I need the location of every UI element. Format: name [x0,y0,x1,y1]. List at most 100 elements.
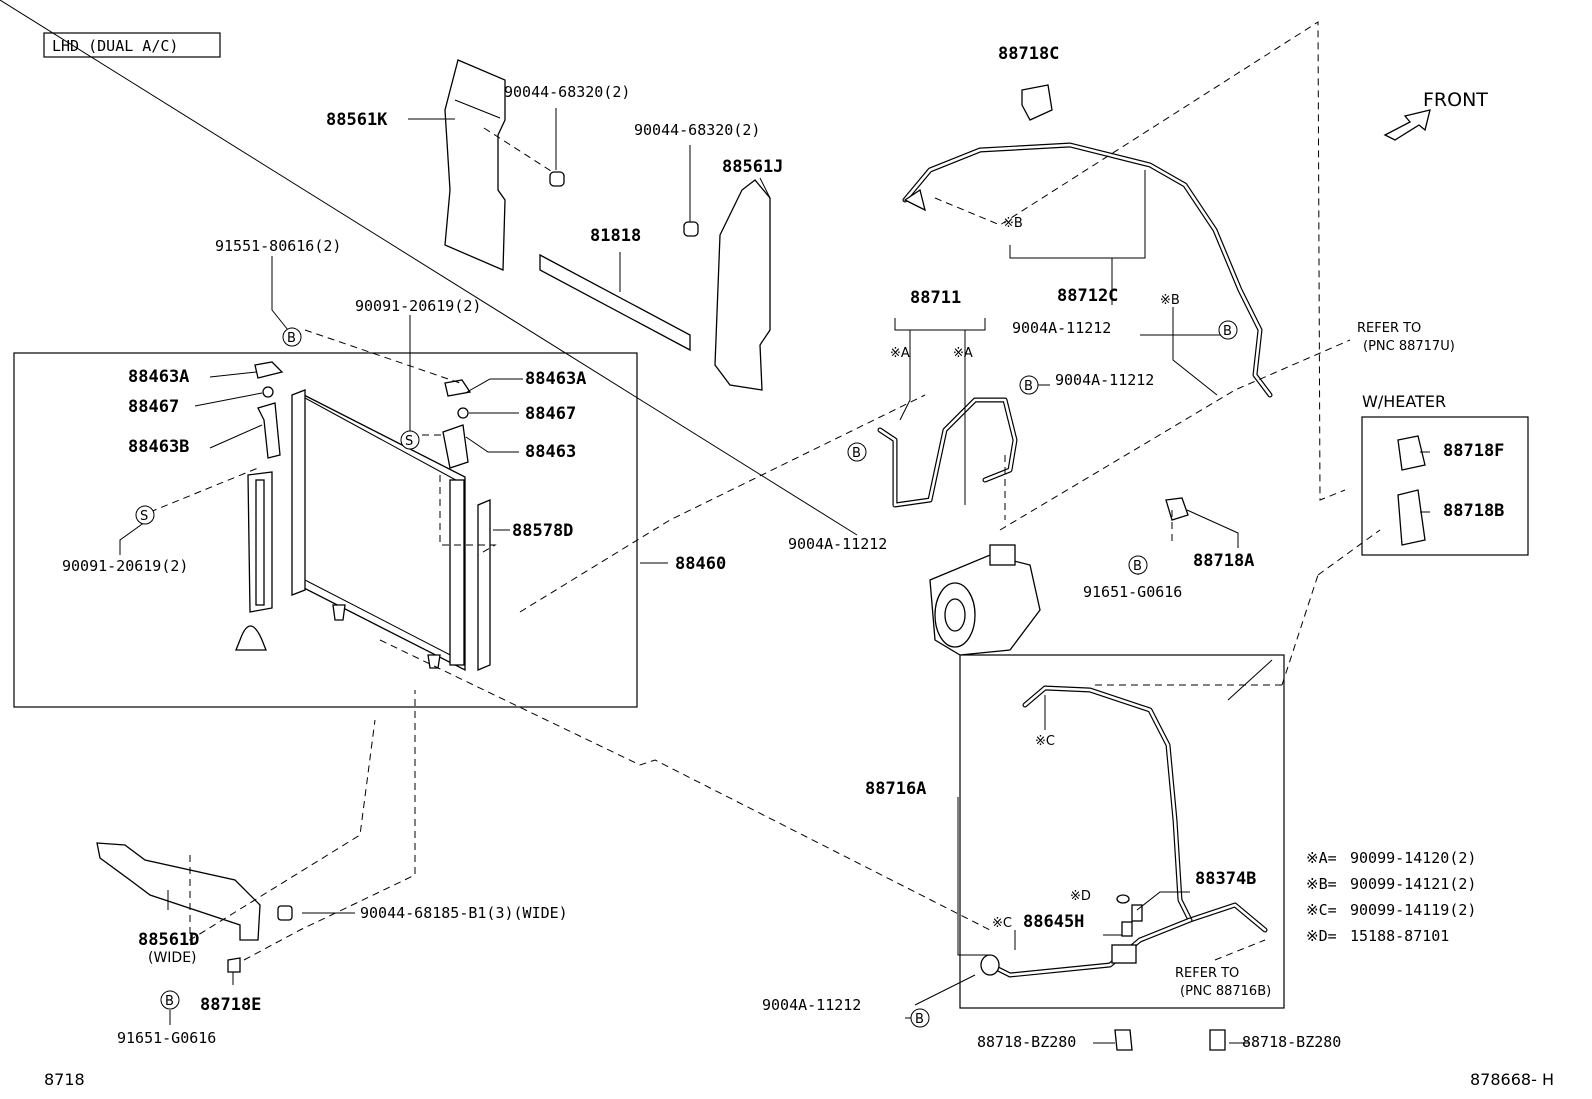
svg-text:B: B [915,1012,924,1027]
label-91651-g0616-bottom: 91651-G0616 [117,1029,216,1047]
label-9004a-11212-2: 9004A-11212 [1055,371,1154,389]
label-88467-right: 88467 [525,404,576,424]
svg-text:B: B [165,994,174,1009]
svg-text:S: S [405,434,413,449]
label-88718a: 88718A [1193,551,1254,571]
cushion-icon [235,625,267,651]
marker-b-3: B [1019,375,1039,395]
label-88467-left: 88467 [128,397,179,417]
marker-b-6: B [910,1008,930,1028]
svg-text:B: B [1133,559,1142,574]
legend-key-c: ※C= [1306,901,1337,919]
clamp-88718e-icon [227,957,241,973]
seal-88561d [96,842,261,941]
label-90091-20619-top: 90091-20619(2) [355,297,481,315]
svg-text:B: B [1223,324,1232,339]
label-88463b: 88463B [128,437,189,457]
bracket-88463a-right-icon [444,379,472,397]
label-88716a: 88716A [865,779,926,799]
refer-bottom-line1: REFER TO [1175,966,1239,981]
seal-panel-88561j [714,179,771,391]
legend-key-a: ※A= [1306,849,1337,867]
svg-text:B: B [852,446,861,461]
label-88463: 88463 [525,442,576,462]
marker-b-4: B [847,442,867,462]
legend-key-d: ※D= [1306,927,1337,945]
marker-b-2: B [1218,320,1238,340]
seal-panel-88561k [444,59,506,271]
footer-left-code: 8718 [44,1070,85,1089]
label-88711: 88711 [910,288,961,308]
svg-text:B: B [287,331,296,346]
label-90044-68185: 90044-68185-B1(3)(WIDE) [360,904,568,922]
clamp-88718a-icon [1165,497,1189,521]
legend-value-b: 90099-14121(2) [1350,875,1476,893]
label-88718f: 88718F [1443,441,1504,461]
label-88718-bz280-b: 88718-BZ280 [1242,1033,1341,1051]
label-88463a-left: 88463A [128,367,189,387]
refer-bottom-line2: (PNC 88716B) [1180,984,1271,999]
label-88561d: 88561D [138,930,199,950]
clip-90044-b-icon [683,221,699,237]
refer-top-line1: REFER TO [1357,321,1421,336]
nut-88467-right-icon [457,407,469,419]
pipe-88716a [1022,685,1268,933]
label-88718-bz280-a: 88718-BZ280 [977,1033,1076,1051]
legend: ※A= 90099-14120(2) ※B= 90099-14121(2) ※C… [1306,849,1476,945]
ref-c-1: ※C [1035,734,1055,749]
label-88463a-right: 88463A [525,369,586,389]
valve-88374b-icon [1131,904,1143,922]
seal-strip-81818 [539,253,691,352]
condenser-88460 [291,389,466,672]
receiver-block-icon [1111,944,1137,964]
oring-d-icon [1116,894,1130,904]
label-88712c: 88712C [1057,286,1118,306]
label-9004a-11212-3: 9004A-11212 [788,535,887,553]
side-seal-left [247,471,273,613]
label-91551-80616: 91551-80616(2) [215,237,341,255]
fitting-end-icon [980,954,1000,976]
refer-top-line2: (PNC 88717U) [1363,339,1455,354]
clip-90044-68185-icon [277,905,293,921]
side-seal-88578d [477,499,491,671]
label-88718e: 88718E [200,995,261,1015]
ref-a-1: ※A [890,346,910,361]
marker-b-1: B [282,327,302,347]
footer-right-code: 878668- H [1470,1070,1554,1089]
label-wide: (WIDE) [148,950,197,966]
front-label: FRONT [1423,89,1488,111]
label-90044-68320-b: 90044-68320(2) [634,121,760,139]
label-88374b: 88374B [1195,869,1256,889]
switch-88645h-icon [1121,921,1133,937]
condenser-group-box [13,352,638,708]
w-heater-label: W/HEATER [1362,392,1446,411]
label-88561j: 88561J [722,157,783,177]
clamp-88718c-icon [1021,84,1053,121]
label-88460: 88460 [675,554,726,574]
ref-d-1: ※D [1070,889,1091,904]
svg-text:S: S [140,509,148,524]
diagram-title: LHD (DUAL A/C) [52,37,178,55]
label-90091-20619-left: 90091-20619(2) [62,557,188,575]
label-91651-g0616-mid: 91651-G0616 [1083,583,1182,601]
label-9004a-11212-4: 9004A-11212 [762,996,861,1014]
label-88561k: 88561K [326,110,388,130]
marker-s-1: S [400,430,420,450]
liquid-line-group-box [959,654,1285,1009]
bracket-88463b-icon [257,402,281,459]
marker-b-5: B [1128,555,1148,575]
ref-b-1: ※B [1003,216,1023,231]
label-88645h: 88645H [1023,912,1084,932]
ref-a-2: ※A [953,346,973,361]
legend-value-a: 90099-14120(2) [1350,849,1476,867]
marker-b-7: B [160,990,180,1010]
hose-88711 [877,397,1018,508]
bracket-88463-icon [442,424,469,469]
label-88578d: 88578D [512,521,573,541]
label-90044-68320-a: 90044-68320(2) [504,83,630,101]
label-88718b: 88718B [1443,501,1504,521]
label-81818: 81818 [590,226,641,246]
nut-88467-left-icon [262,386,274,398]
marker-s-2: S [135,505,155,525]
